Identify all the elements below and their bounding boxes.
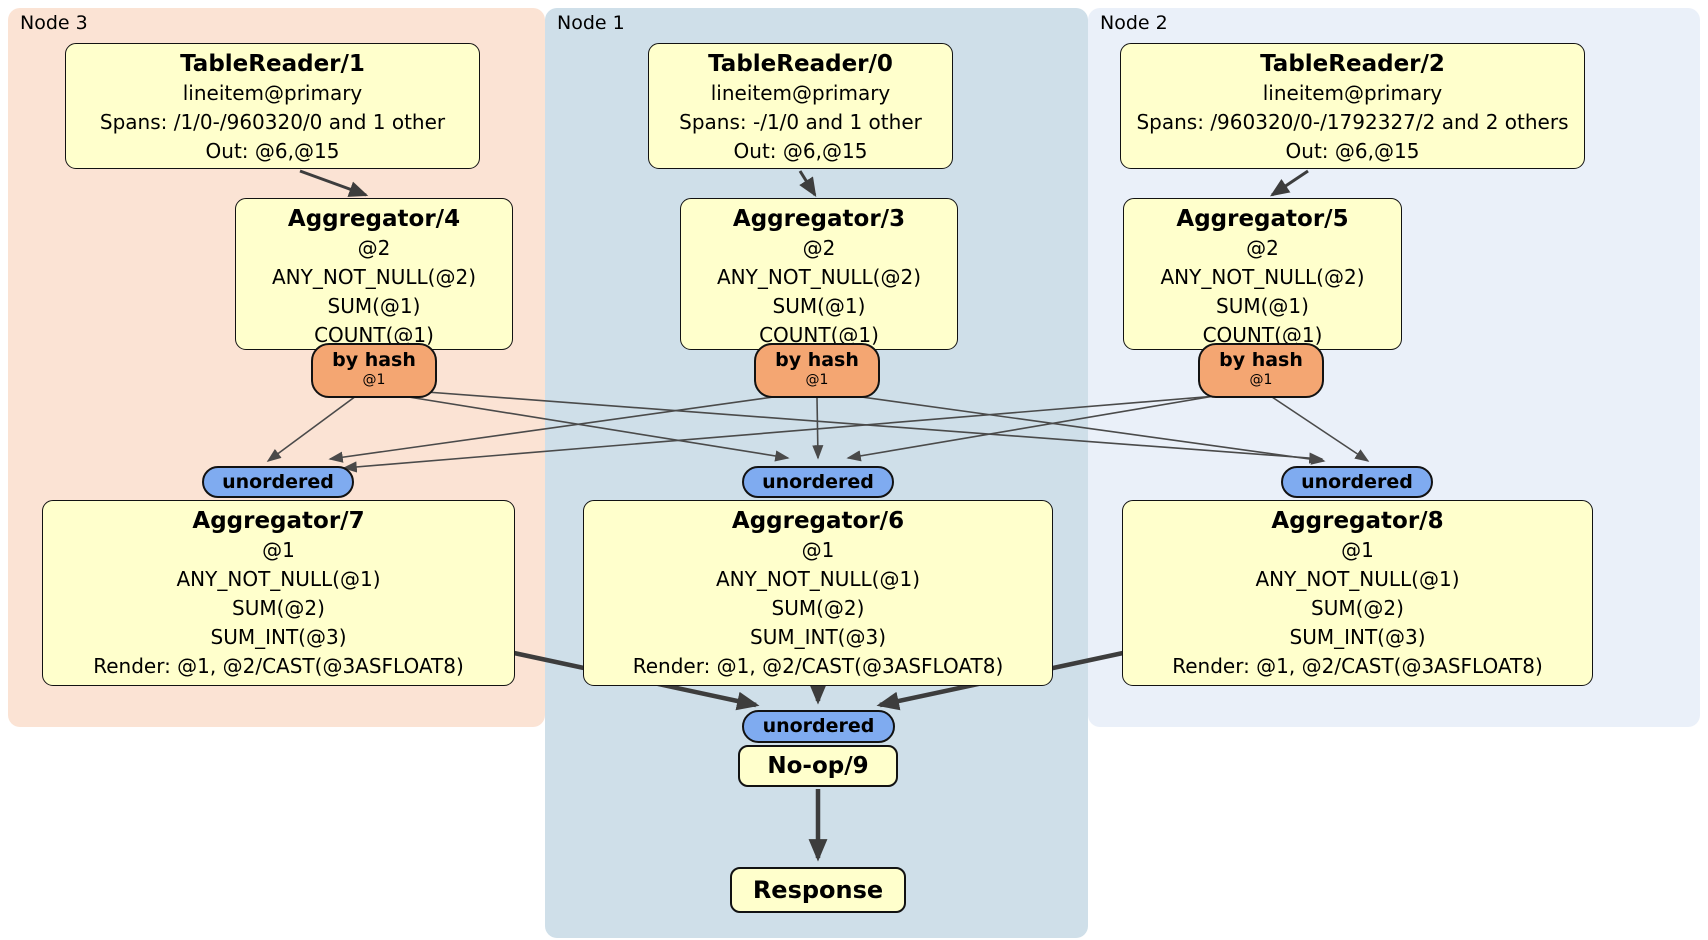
- processor-title: No-op/9: [767, 753, 869, 779]
- processor-out: Out: @6,@15: [733, 139, 868, 163]
- processor-spans: Spans: -/1/0 and 1 other: [679, 110, 922, 134]
- processor-box-tablereader-2: TableReader/2 lineitem@primary Spans: /9…: [1120, 43, 1585, 169]
- sync-unordered-left: unordered: [202, 466, 354, 498]
- processor-title: Aggregator/8: [1271, 508, 1444, 534]
- processor-title: Aggregator/4: [287, 206, 461, 232]
- processor-index: lineitem@primary: [1262, 81, 1443, 105]
- router-hash-cols: @1: [805, 372, 829, 388]
- router-hash-cols: @1: [1249, 372, 1273, 388]
- processor-title: Aggregator/3: [732, 206, 906, 232]
- agg-expr: ANY_NOT_NULL(@1): [176, 567, 381, 591]
- router-by-hash-3: by hash @1: [754, 343, 880, 398]
- processor-box-noop-9: No-op/9: [738, 745, 898, 787]
- processor-box-aggregator-6: Aggregator/6 @1 ANY_NOT_NULL(@1) SUM(@2)…: [583, 500, 1053, 686]
- processor-title: TableReader/0: [708, 51, 893, 77]
- agg-expr: ANY_NOT_NULL(@1): [716, 567, 920, 591]
- agg-group-cols: @1: [801, 538, 835, 562]
- agg-expr: ANY_NOT_NULL(@2): [1160, 265, 1365, 289]
- response-box: Response: [730, 867, 906, 913]
- node2-label: Node 2: [1100, 12, 1168, 34]
- processor-index: lineitem@primary: [182, 81, 363, 105]
- processor-title: Aggregator/7: [192, 508, 365, 534]
- processor-box-aggregator-5: Aggregator/5 @2 ANY_NOT_NULL(@2) SUM(@1)…: [1123, 198, 1402, 350]
- router-by-hash-5: by hash @1: [1198, 343, 1324, 398]
- router-by-hash-4: by hash @1: [311, 343, 437, 398]
- agg-render: Render: @1, @2/CAST(@3ASFLOAT8): [632, 654, 1004, 678]
- processor-title: TableReader/1: [180, 51, 365, 77]
- agg-group-cols: @2: [357, 236, 391, 260]
- processor-box-tablereader-0: TableReader/0 lineitem@primary Spans: -/…: [648, 43, 953, 169]
- agg-expr: SUM(@2): [232, 596, 325, 620]
- router-label: by hash: [332, 349, 416, 371]
- sync-unordered-final: unordered: [742, 710, 895, 743]
- processor-spans: Spans: /1/0-/960320/0 and 1 other: [99, 110, 446, 134]
- agg-expr: ANY_NOT_NULL(@2): [272, 265, 476, 289]
- agg-group-cols: @1: [262, 538, 295, 562]
- processor-box-tablereader-1: TableReader/1 lineitem@primary Spans: /1…: [65, 43, 480, 169]
- processor-index: lineitem@primary: [710, 81, 891, 105]
- agg-expr: SUM_INT(@3): [750, 625, 886, 649]
- processor-box-aggregator-8: Aggregator/8 @1 ANY_NOT_NULL(@1) SUM(@2)…: [1122, 500, 1593, 686]
- agg-group-cols: @2: [802, 236, 836, 260]
- agg-group-cols: @2: [1246, 236, 1279, 260]
- router-label: by hash: [1219, 349, 1303, 371]
- node3-label: Node 3: [20, 12, 88, 34]
- sync-unordered-center: unordered: [742, 466, 894, 498]
- router-hash-cols: @1: [362, 372, 386, 388]
- sync-unordered-right: unordered: [1281, 466, 1433, 498]
- agg-expr: SUM(@1): [327, 294, 421, 318]
- agg-render: Render: @1, @2/CAST(@3ASFLOAT8): [1172, 654, 1543, 678]
- processor-box-aggregator-7: Aggregator/7 @1 ANY_NOT_NULL(@1) SUM(@2)…: [42, 500, 515, 686]
- node1-label: Node 1: [557, 12, 625, 34]
- processor-out: Out: @6,@15: [1285, 139, 1420, 163]
- router-label: by hash: [775, 349, 859, 371]
- processor-box-aggregator-4: Aggregator/4 @2 ANY_NOT_NULL(@2) SUM(@1)…: [235, 198, 513, 350]
- processor-title: Response: [752, 876, 884, 904]
- processor-spans: Spans: /960320/0-/1792327/2 and 2 others: [1136, 110, 1569, 134]
- agg-expr: SUM_INT(@3): [1289, 625, 1426, 649]
- agg-expr: SUM(@1): [1216, 294, 1309, 318]
- processor-title: Aggregator/5: [1176, 206, 1349, 232]
- processor-title: TableReader/2: [1260, 51, 1445, 77]
- processor-title: Aggregator/6: [731, 508, 905, 534]
- agg-expr: SUM(@1): [772, 294, 866, 318]
- agg-expr: SUM(@2): [1311, 596, 1404, 620]
- agg-expr: SUM_INT(@3): [210, 625, 347, 649]
- agg-expr: ANY_NOT_NULL(@1): [1255, 567, 1460, 591]
- agg-expr: ANY_NOT_NULL(@2): [717, 265, 921, 289]
- processor-box-aggregator-3: Aggregator/3 @2 ANY_NOT_NULL(@2) SUM(@1)…: [680, 198, 958, 350]
- agg-render: Render: @1, @2/CAST(@3ASFLOAT8): [93, 654, 464, 678]
- processor-out: Out: @6,@15: [205, 139, 340, 163]
- agg-group-cols: @1: [1341, 538, 1374, 562]
- agg-expr: SUM(@2): [771, 596, 865, 620]
